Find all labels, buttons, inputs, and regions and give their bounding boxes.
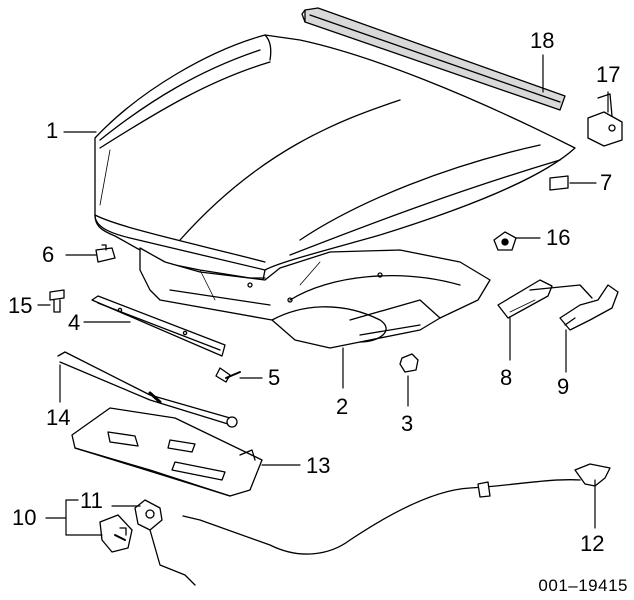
latch-support-part-13 [71,407,263,497]
callout-4: 4 [68,310,81,335]
rear-seal-part-4 [91,295,226,357]
callout-6: 6 [42,242,55,267]
callout-9: 9 [557,374,570,399]
callout-12: 12 [580,531,605,556]
callout-14: 14 [46,405,71,430]
callout-7: 7 [600,170,613,195]
grommet-part-16 [493,231,517,251]
leader-10 [45,499,103,536]
callout-2: 2 [336,394,349,419]
push-pin-part-15 [49,289,65,313]
callout-18: 18 [530,28,555,53]
callout-16: 16 [546,225,571,250]
latch-part-11 [134,499,196,586]
latch-assembly-part-10 [99,514,133,553]
callout-1: 1 [46,118,59,143]
callout-8: 8 [500,365,513,390]
callout-15: 15 [8,293,33,318]
callout-10: 10 [12,505,37,530]
bumper-stop-part-3 [399,353,419,373]
hood-panel-part-1 [94,34,576,286]
hood-seal-part-18 [301,7,566,111]
hinge-left-part-8 [497,279,593,319]
pad-part-7 [549,175,569,191]
hinge-right-part-9 [559,284,619,331]
release-cable-part-12 [182,463,611,555]
callout-5: 5 [268,365,281,390]
support-rod-part-14 [57,351,238,428]
hood-inner-panel-part-2 [139,247,491,349]
bracket-part-17 [587,93,623,147]
callout-13: 13 [306,453,331,478]
figure-id: 001–19415 [538,576,628,595]
callout-17: 17 [596,62,621,87]
callout-3: 3 [401,411,414,436]
bolt-part-5 [215,367,241,383]
callout-11: 11 [80,488,103,513]
clip-part-6 [95,244,116,263]
leader-lines [37,54,609,536]
